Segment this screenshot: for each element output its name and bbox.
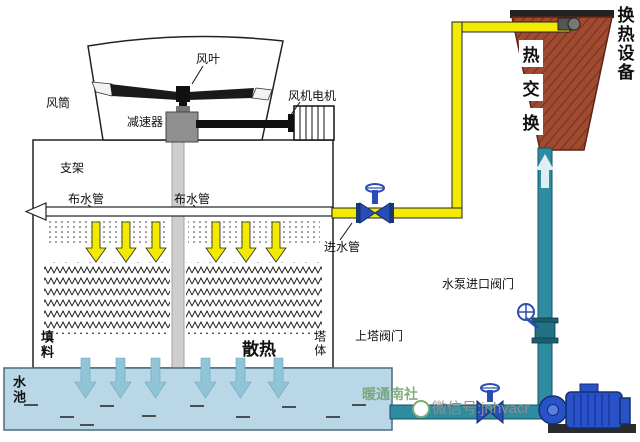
heat-exchanger-device-label: 换热设备 [614, 6, 634, 82]
spray-dots-right [188, 220, 320, 245]
pool-label: 水池 [10, 375, 26, 405]
spray-dots-left [46, 220, 168, 245]
watermark-wechat: 微信号:jnhvacr [432, 400, 530, 417]
drive-shaft-column [171, 141, 185, 397]
hot-water-pipe [331, 17, 581, 219]
inlet-pipe-valve [356, 183, 394, 224]
dist-pipe-left-label: 布水管 [68, 192, 105, 206]
riser-valve [517, 303, 559, 344]
gearbox [165, 106, 199, 143]
watermark-brand: 暖通南社 [362, 386, 418, 402]
hot-water-arrows [85, 221, 287, 263]
heat-exchange-char-1: 热 [519, 40, 543, 67]
fan-blade-label: 风叶 [196, 52, 221, 66]
flow-up-arrow [536, 154, 554, 188]
heat-dissipation-label: 散热 [242, 340, 276, 359]
fan-duct-label: 风筒 [46, 96, 71, 110]
tower-body-label: 塔体 [312, 330, 327, 358]
riser-pipe [536, 147, 554, 413]
exchanger-top-fitting [557, 17, 581, 31]
heat-exchange-char-3: 换 [519, 108, 543, 135]
support-label: 支架 [60, 161, 85, 175]
pool-inflow-arrows [74, 357, 290, 399]
fan-motor [196, 105, 335, 141]
water-pool [3, 367, 393, 431]
inlet-pipe-label: 进水管 [324, 240, 361, 254]
leader-lines [87, 65, 353, 241]
fill-media-left [44, 262, 170, 334]
fill-media-right [186, 262, 322, 334]
pump-inlet-valve-label: 水泵进口阀门 [442, 277, 515, 291]
water-pump [538, 383, 636, 433]
heat-exchange-label: 热 交 换 [519, 40, 543, 135]
upper-tower-valve-label: 上塔阀门 [355, 329, 404, 343]
fan-motor-label: 风机电机 [288, 89, 337, 103]
heat-exchange-char-2: 交 [519, 74, 543, 101]
reducer-label: 减速器 [127, 115, 164, 129]
fill-label: 填料 [38, 330, 54, 360]
dist-pipe-right-label: 布水管 [174, 192, 211, 206]
pipe-end-arrow [24, 202, 47, 221]
pump-inlet-valve [476, 383, 504, 425]
fan-blades [91, 81, 273, 116]
pool-water-dashes [24, 404, 366, 426]
watermark-logo [412, 400, 430, 418]
